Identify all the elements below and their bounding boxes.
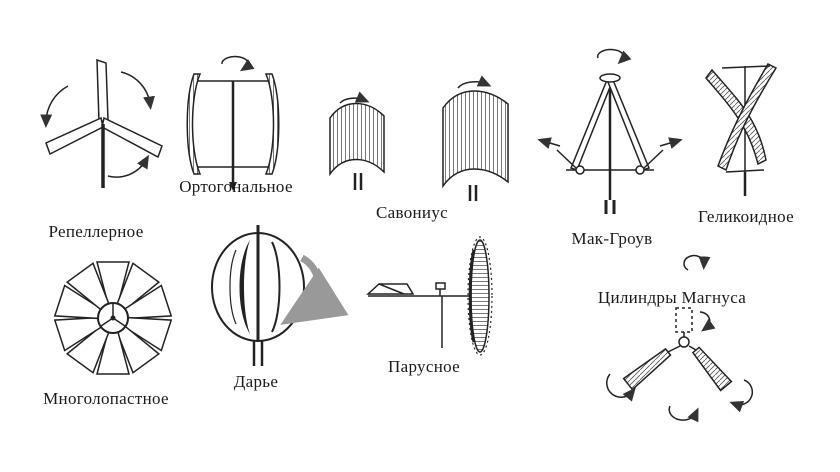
label-sail: Парусное xyxy=(388,357,460,376)
mac-grove-drawing xyxy=(537,48,683,214)
rotation-arrow-icon xyxy=(120,71,155,110)
darrieus-drawing xyxy=(211,225,349,366)
label-multiblade: Многолопастное xyxy=(43,389,169,408)
savonius-drawing xyxy=(329,75,509,201)
label-repeller: Репеллерное xyxy=(48,222,144,241)
rotation-arrow-icon xyxy=(40,85,69,128)
rotation-arrow-icon xyxy=(221,55,255,72)
orthogonal-drawing xyxy=(186,55,280,191)
rotation-arrow-icon xyxy=(596,48,632,65)
multiblade-drawing xyxy=(53,261,173,375)
label-magnus: Цилиндры Магнуса xyxy=(597,288,747,307)
rotation-arrow-icon xyxy=(457,75,492,89)
rotation-arrow-icon xyxy=(729,379,754,413)
label-mac-grove: Мак-Гроув xyxy=(571,229,653,248)
label-helicoidal: Геликоидное xyxy=(698,207,794,226)
rotation-arrow-icon xyxy=(668,405,699,423)
rotation-arrow-icon xyxy=(280,254,349,325)
label-savonius: Савониус xyxy=(376,203,448,222)
helicoidal-drawing xyxy=(705,63,778,196)
repeller-drawing xyxy=(40,58,163,188)
rotation-arrow-icon xyxy=(107,154,149,178)
sail-drawing xyxy=(366,236,493,356)
magnus-drawing xyxy=(606,254,754,423)
rotation-arrow-icon xyxy=(339,91,370,104)
arrow-icon xyxy=(659,137,683,149)
label-orthogonal: Ортогональное xyxy=(179,177,293,196)
label-darrieus: Дарье xyxy=(233,372,279,391)
rotation-arrow-icon xyxy=(606,373,636,402)
rotation-arrow-icon xyxy=(699,311,716,332)
rotation-arrow-icon xyxy=(683,254,711,271)
arrow-icon xyxy=(537,137,561,149)
